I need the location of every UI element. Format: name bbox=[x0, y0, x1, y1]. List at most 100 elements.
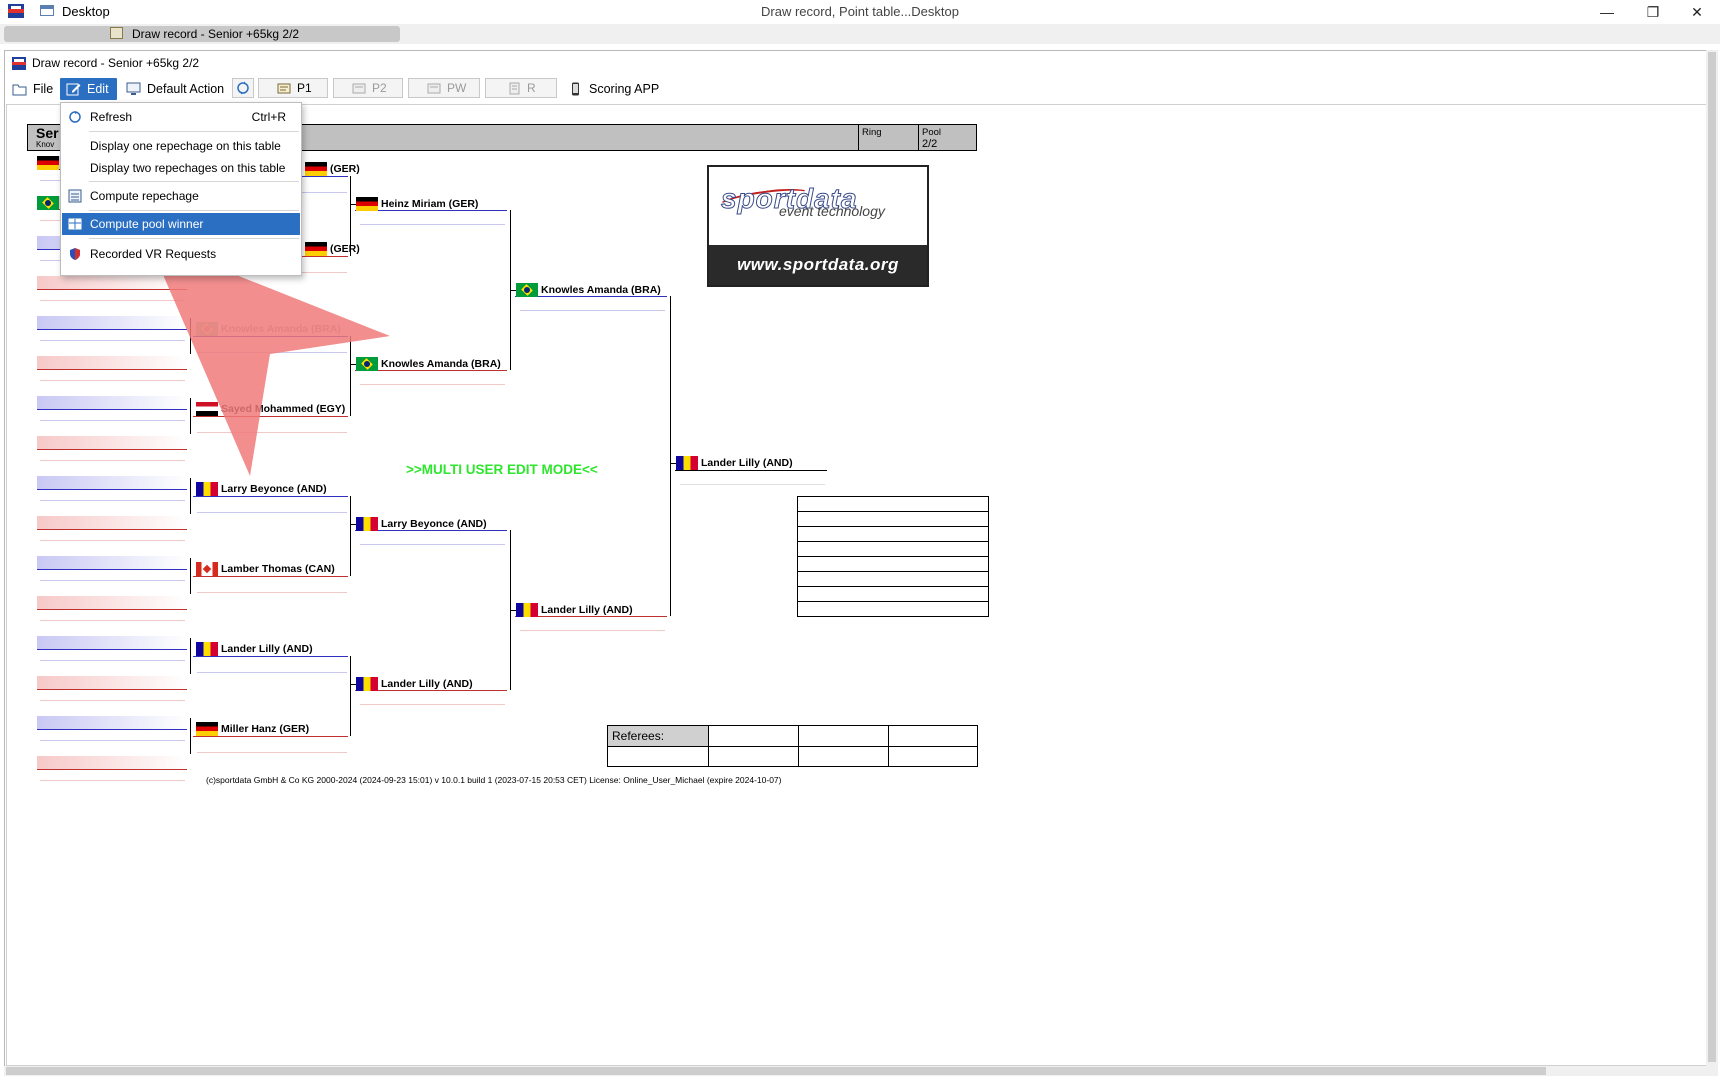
edit-menu[interactable]: Edit bbox=[60, 78, 117, 100]
logo-url: www.sportdata.org bbox=[709, 245, 927, 285]
flag-and-icon bbox=[516, 602, 538, 617]
round1-line bbox=[193, 336, 348, 337]
r-button[interactable]: R bbox=[485, 78, 557, 98]
pw-button[interactable]: PW bbox=[408, 78, 480, 98]
competitor-name[interactable]: (GER) bbox=[305, 241, 360, 256]
file-menu[interactable]: File bbox=[12, 78, 53, 100]
competitor-label: Lander Lilly (AND) bbox=[381, 677, 473, 690]
bracket-connector bbox=[350, 684, 356, 685]
competitor-name[interactable]: Lander Lilly (AND) bbox=[676, 455, 793, 470]
menu-separator bbox=[89, 238, 299, 239]
red-slot[interactable] bbox=[37, 676, 187, 690]
competitor-label: Lander Lilly (AND) bbox=[701, 456, 793, 469]
license-footer: (c)sportdata GmbH & Co KG 2000-2024 (202… bbox=[206, 775, 782, 785]
flag-ger-icon bbox=[37, 156, 59, 170]
document-icon bbox=[509, 82, 520, 94]
p2-button[interactable]: P2 bbox=[333, 78, 403, 98]
round3-sub-line bbox=[520, 630, 665, 631]
tab-draw-record[interactable] bbox=[4, 26, 400, 42]
competitor-name[interactable]: Knowles Amanda (BRA) bbox=[196, 321, 341, 336]
close-button[interactable]: ✕ bbox=[1691, 3, 1703, 20]
menu-item-label: Display one repechage on this table bbox=[90, 139, 281, 153]
blue-slot[interactable] bbox=[37, 316, 187, 330]
flag-and-icon bbox=[356, 516, 378, 531]
flag-egy-icon bbox=[196, 401, 218, 416]
bracket-connector bbox=[350, 496, 351, 576]
restore-button[interactable]: ❐ bbox=[1646, 3, 1660, 20]
round1-line bbox=[193, 416, 348, 417]
scoring-app-label: Scoring APP bbox=[589, 82, 660, 96]
pool-label: Pool bbox=[922, 127, 942, 138]
bracket-connector bbox=[190, 718, 191, 754]
competitor-name[interactable]: Knowles Amanda (BRA) bbox=[356, 356, 501, 371]
default-action-button[interactable]: Default Action bbox=[126, 78, 224, 100]
red-slot[interactable] bbox=[37, 356, 187, 370]
competitor-name[interactable]: Lamber Thomas (CAN) bbox=[196, 561, 335, 576]
red-slot[interactable] bbox=[37, 756, 187, 770]
blue-slot[interactable] bbox=[37, 636, 187, 650]
competitor-label: Miller Hanz (GER) bbox=[221, 722, 310, 735]
red-slot[interactable] bbox=[37, 596, 187, 610]
bracket-connector bbox=[350, 364, 356, 365]
bracket-connector bbox=[190, 558, 191, 594]
edit-pencil-icon bbox=[66, 83, 81, 96]
blue-slot[interactable] bbox=[37, 556, 187, 570]
red-slot[interactable] bbox=[37, 276, 187, 290]
flag-and-icon bbox=[676, 455, 698, 470]
blue-slot[interactable] bbox=[37, 476, 187, 490]
menu-item-display-two-repechages[interactable]: Display two repechages on this table bbox=[62, 157, 300, 179]
scrollbar-thumb[interactable] bbox=[1708, 52, 1716, 1062]
competitor-label: Knowles Amanda (BRA) bbox=[381, 357, 501, 370]
menu-item-display-one-repechage[interactable]: Display one repechage on this table bbox=[62, 135, 300, 157]
slot-sub-line bbox=[40, 620, 185, 621]
results-row-divider bbox=[798, 556, 988, 557]
round1-sub-line bbox=[197, 352, 347, 353]
competitor-name[interactable]: Heinz Miriam (GER) bbox=[356, 196, 478, 211]
horizontal-scrollbar[interactable] bbox=[4, 1066, 1706, 1076]
edit-dropdown-menu: Refresh Ctrl+R Display one repechage on … bbox=[60, 102, 302, 276]
bracket-connector bbox=[190, 478, 191, 514]
competitor-name[interactable]: (GER) bbox=[305, 161, 360, 176]
menu-item-label: Display two repechages on this table bbox=[90, 161, 286, 175]
competitor-name[interactable]: Larry Beyonce (AND) bbox=[356, 516, 487, 531]
competitor-name[interactable]: Larry Beyonce (AND) bbox=[196, 481, 327, 496]
competitor-name[interactable]: Lander Lilly (AND) bbox=[196, 641, 313, 656]
final-sub-line bbox=[680, 484, 825, 485]
slot-sub-line bbox=[40, 420, 185, 421]
slot-sub-line bbox=[40, 540, 185, 541]
p1-button[interactable]: P1 bbox=[258, 78, 328, 98]
competitor-name[interactable]: Lander Lilly (AND) bbox=[516, 602, 633, 617]
menu-item-recorded-vr-requests[interactable]: Recorded VR Requests bbox=[62, 243, 300, 265]
results-row-divider bbox=[798, 571, 988, 572]
bracket-connector bbox=[190, 318, 191, 354]
blue-slot[interactable] bbox=[37, 716, 187, 730]
minimize-button[interactable]: — bbox=[1600, 4, 1614, 20]
menu-item-compute-pool-winner[interactable]: Compute pool winner bbox=[62, 213, 300, 235]
bracket-connector bbox=[350, 176, 351, 256]
menu-item-refresh[interactable]: Refresh Ctrl+R bbox=[62, 106, 300, 128]
sync-button[interactable] bbox=[232, 78, 254, 98]
competitor-name[interactable]: Sayed Mohammed (EGY) bbox=[196, 401, 345, 416]
competitor-name[interactable]: Lander Lilly (AND) bbox=[356, 676, 473, 691]
menu-item-compute-repechage[interactable]: Compute repechage bbox=[62, 185, 300, 207]
vertical-scrollbar[interactable] bbox=[1706, 50, 1718, 1076]
round2-sub-line bbox=[360, 224, 505, 225]
print-preview-icon bbox=[427, 83, 441, 93]
referees-divider bbox=[608, 746, 977, 747]
red-slot[interactable] bbox=[37, 436, 187, 450]
blue-slot[interactable] bbox=[37, 396, 187, 410]
flag-can-icon bbox=[196, 561, 218, 576]
menu-item-label: Compute pool winner bbox=[90, 217, 204, 231]
scoring-app-button[interactable]: Scoring APP bbox=[568, 78, 659, 100]
red-slot[interactable] bbox=[37, 516, 187, 530]
competitor-name[interactable]: Miller Hanz (GER) bbox=[196, 721, 309, 736]
round2-sub-line bbox=[360, 704, 505, 705]
scrollbar-thumb[interactable] bbox=[6, 1067, 1546, 1075]
flag-ger-icon bbox=[196, 721, 218, 736]
round2-line bbox=[355, 210, 507, 211]
competitor-name[interactable]: Knowles Amanda (BRA) bbox=[516, 282, 661, 297]
round3-line bbox=[515, 296, 667, 297]
print-preview-icon bbox=[277, 83, 291, 93]
ring-label: Ring bbox=[862, 127, 882, 138]
menu-item-label: Refresh bbox=[90, 110, 133, 124]
